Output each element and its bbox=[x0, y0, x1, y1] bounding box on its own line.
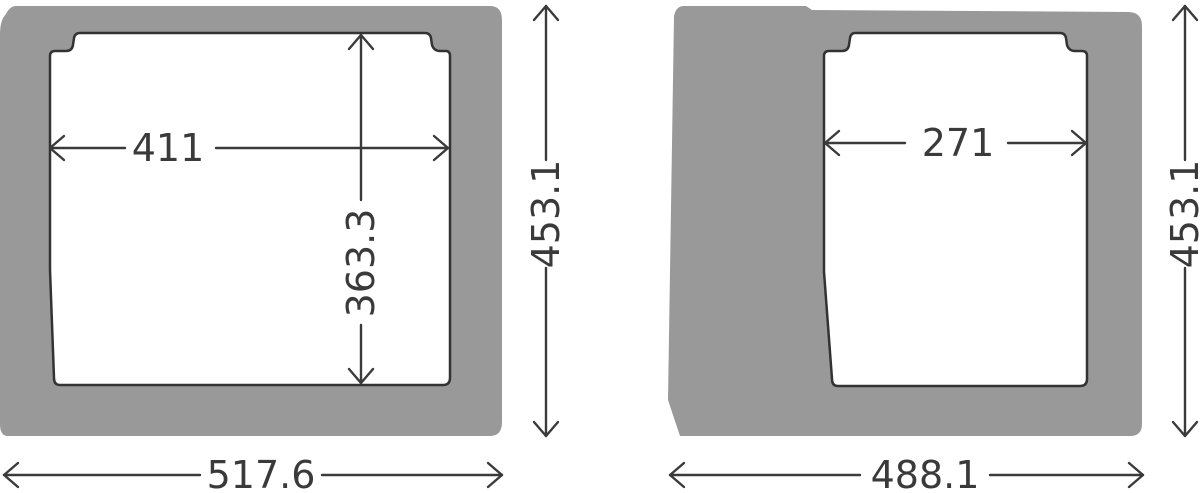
front-view: 411 363.3 453.1 517.6 bbox=[0, 4, 568, 493]
front-inner-height-label: 363.3 bbox=[339, 209, 383, 318]
side-outer-height-dimension: 453.1 bbox=[1163, 4, 1200, 438]
side-outer-height-label: 453.1 bbox=[1163, 160, 1200, 269]
front-outer-height-label: 453.1 bbox=[524, 160, 568, 269]
front-outer-height-dimension: 453.1 bbox=[524, 4, 568, 438]
front-inner-width-dimension: 411 bbox=[48, 126, 450, 170]
side-cavity bbox=[822, 31, 1089, 388]
side-inner-width-label: 271 bbox=[922, 121, 995, 165]
side-view: 271 453.1 488.1 bbox=[668, 4, 1200, 493]
front-cavity bbox=[48, 31, 452, 387]
front-inner-height-dimension: 363.3 bbox=[339, 33, 383, 385]
front-inner-width-label: 411 bbox=[132, 126, 205, 170]
front-outer-width-label: 517.6 bbox=[207, 453, 316, 493]
side-outer-width-label: 488.1 bbox=[871, 453, 980, 493]
side-outer-width-dimension: 488.1 bbox=[668, 453, 1145, 493]
front-outer-width-dimension: 517.6 bbox=[2, 453, 504, 493]
side-inner-width-dimension: 271 bbox=[823, 121, 1088, 165]
